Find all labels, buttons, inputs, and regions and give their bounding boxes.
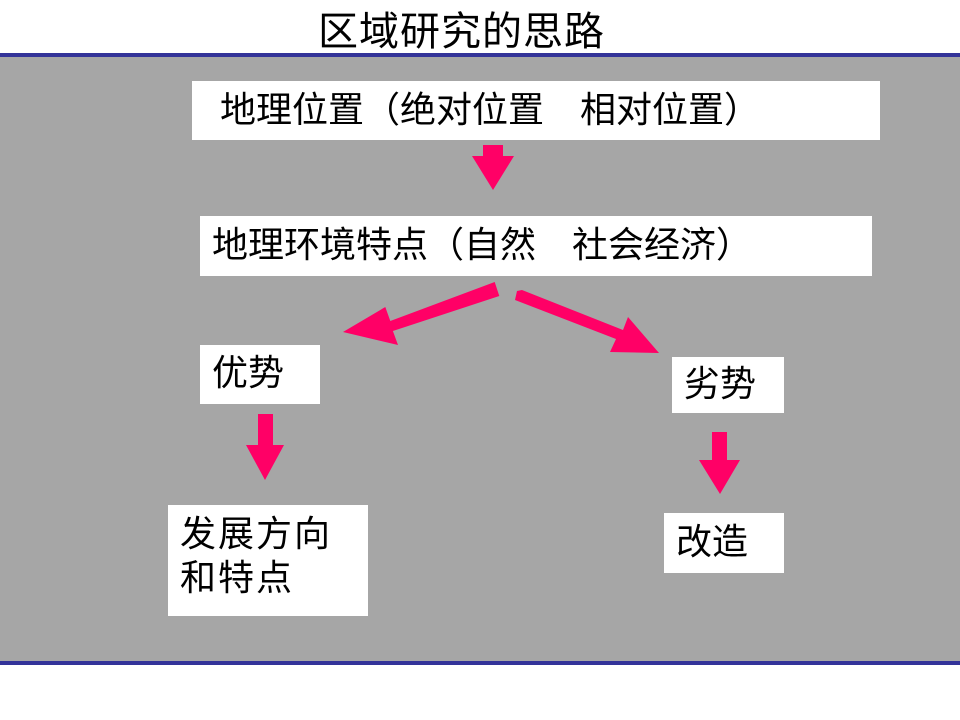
slide-title: 区域研究的思路 [318,9,605,55]
top-rule [0,53,960,57]
box-disadvantage: 劣势 [672,357,784,413]
box-development-direction: 发展方向 和特点 [168,505,368,616]
box-geographic-environment-text: 地理环境特点（自然 社会经济） [212,225,753,266]
box-disadvantage-text: 劣势 [684,364,757,405]
arrow-to-advantage [343,282,500,345]
box-geographic-location: 地理位置（绝对位置 相对位置） [192,81,880,140]
box-advantage: 优势 [200,345,320,404]
box-improvement: 改造 [664,513,784,573]
arrow-down-location-to-environment [472,145,514,190]
box-development-direction-line1: 发展方向 [180,514,333,555]
box-geographic-environment: 地理环境特点（自然 社会经济） [200,216,872,276]
box-advantage-text: 优势 [212,353,285,394]
bottom-rule [0,661,960,665]
box-development-direction-line2: 和特点 [180,558,295,599]
box-geographic-location-text: 地理位置（绝对位置 相对位置） [220,90,761,131]
arrow-down-advantage-to-direction [246,414,284,480]
box-improvement-text: 改造 [676,522,749,563]
arrow-down-disadvantage-to-improvement [699,432,740,494]
arrow-to-disadvantage [515,290,659,353]
